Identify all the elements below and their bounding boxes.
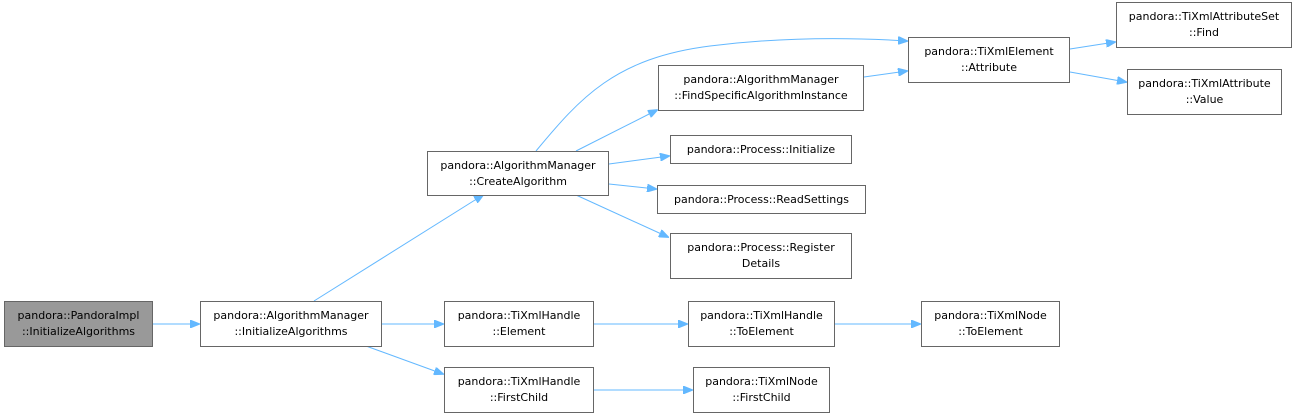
node-label-line1: pandora::Process::Initialize	[686, 142, 836, 156]
node-tixmlhandle-element[interactable]: pandora::TiXmlHandle ::Element	[444, 301, 594, 347]
edge-am-init-to-am-create	[313, 195, 483, 302]
node-label-line1: pandora::AlgorithmManager	[440, 158, 596, 172]
node-algorithmmanager-createalgorithm[interactable]: pandora::AlgorithmManager ::CreateAlgori…	[427, 151, 609, 196]
node-label-line2: ::InitializeAlgorithms	[21, 325, 136, 338]
node-label-line2: Details	[741, 257, 781, 270]
node-pandoraimpl-initializealgorithms: pandora::PandoraImpl ::InitializeAlgorit…	[4, 301, 153, 347]
node-process-readsettings[interactable]: pandora::Process::ReadSettings	[657, 185, 866, 214]
node-label-line2: ::Value	[1185, 93, 1224, 106]
node-tixmlhandle-toelement[interactable]: pandora::TiXmlHandle ::ToElement	[688, 301, 835, 347]
edge-am-init-to-handle-first	[365, 345, 443, 374]
node-label-line1: pandora::Process::Register	[687, 241, 835, 254]
node-label-line1: pandora::TiXmlAttributeSet	[1128, 10, 1280, 23]
node-label-line1: pandora::TiXmlHandle	[700, 309, 823, 322]
edge-am-find-to-elem-attr	[863, 71, 907, 78]
edge-am-create-to-proc-read	[608, 183, 656, 189]
node-process-registerdetails[interactable]: pandora::Process::Register Details	[670, 233, 852, 279]
node-label-line2: ::FindSpecificAlgorithmInstance	[674, 89, 848, 102]
edge-am-create-to-am-find	[575, 110, 657, 152]
node-label-line1: pandora::TiXmlHandle	[457, 375, 581, 388]
node-label-line1: pandora::AlgorithmManager	[683, 73, 839, 86]
node-label-line2: ::Element	[492, 325, 546, 338]
node-label-line1: pandora::TiXmlAttribute	[1138, 77, 1271, 90]
node-label-line1: pandora::AlgorithmManager	[213, 309, 369, 322]
node-label-line2: ::ToElement	[729, 325, 794, 338]
node-label-line1: pandora::TiXmlHandle	[457, 309, 581, 322]
node-tixmlhandle-firstchild[interactable]: pandora::TiXmlHandle ::FirstChild	[444, 367, 594, 413]
edge-am-create-to-proc-reg	[575, 194, 668, 237]
node-tixmlnode-firstchild[interactable]: pandora::TiXmlNode ::FirstChild	[693, 367, 830, 413]
node-tixmlattribute-value[interactable]: pandora::TiXmlAttribute ::Value	[1127, 69, 1282, 115]
edge-elem-attr-to-attr-value	[1069, 71, 1126, 82]
node-label-line2: ::Attribute	[961, 61, 1017, 74]
node-tixmlnode-toelement[interactable]: pandora::TiXmlNode ::ToElement	[921, 301, 1060, 347]
node-label-line2: ::Find	[1189, 26, 1219, 39]
node-label-line1: pandora::TiXmlElement	[924, 45, 1054, 58]
node-label-line2: ::ToElement	[958, 325, 1023, 338]
node-label-line1: pandora::TiXmlNode	[705, 375, 818, 388]
node-label-line1: pandora::PandoraImpl	[17, 309, 140, 322]
node-tixmlattributeset-find[interactable]: pandora::TiXmlAttributeSet ::Find	[1116, 2, 1292, 48]
node-label-line2: ::FirstChild	[489, 391, 549, 404]
edge-am-create-to-elem-attr	[535, 39, 907, 152]
node-label-line2: ::FirstChild	[732, 391, 791, 404]
node-label-line1: pandora::Process::ReadSettings	[674, 192, 849, 206]
node-tixmlelement-attribute[interactable]: pandora::TiXmlElement ::Attribute	[908, 37, 1070, 83]
node-process-initialize[interactable]: pandora::Process::Initialize	[670, 135, 852, 164]
node-label-line1: pandora::TiXmlNode	[934, 309, 1047, 322]
node-label-line2: ::InitializeAlgorithms	[234, 325, 348, 338]
node-algorithmmanager-initializealgorithms[interactable]: pandora::AlgorithmManager ::InitializeAl…	[200, 301, 382, 347]
node-algorithmmanager-findspecificalgorithminstance[interactable]: pandora::AlgorithmManager ::FindSpecific…	[658, 65, 864, 111]
node-label-line2: ::CreateAlgorithm	[469, 174, 567, 188]
edge-am-create-to-proc-init	[608, 156, 669, 165]
edge-elem-attr-to-attrset-find	[1069, 42, 1115, 50]
